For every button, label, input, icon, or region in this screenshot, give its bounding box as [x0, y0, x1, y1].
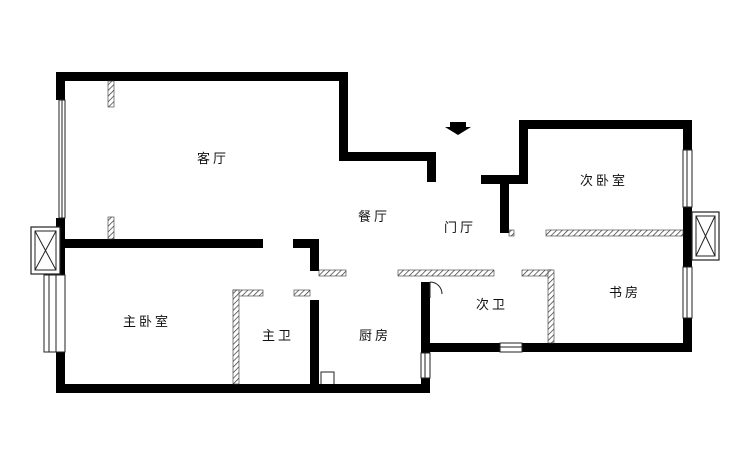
bottom-wall [56, 384, 430, 393]
entry-wall-vertical [500, 175, 509, 233]
partition-second-bath-right [521, 269, 553, 277]
partition-master-bath-door [293, 289, 311, 297]
partition-living-post-top [107, 80, 115, 108]
walls [56, 72, 692, 393]
label-study: 书房 [609, 285, 641, 301]
partition-kitchen-left [318, 269, 347, 277]
dining-top-wall-stub [427, 152, 436, 182]
dining-top-wall [339, 152, 436, 161]
label-living-room: 客厅 [197, 151, 229, 167]
living-room-right-wall [339, 72, 348, 161]
second-bedroom-top-wall [519, 120, 692, 129]
entrance-arrow-icon [445, 122, 471, 135]
doors [320, 281, 443, 384]
partition-living-post-bottom [107, 216, 115, 240]
door-swing-kitchen [320, 371, 335, 384]
partition-second-bath-vertical [547, 269, 555, 344]
kitchen-right-wall-lower [421, 378, 430, 393]
partitions [107, 80, 684, 385]
label-dining-room: 餐厅 [358, 209, 390, 225]
label-second-bedroom: 次卧室 [580, 173, 628, 189]
second-bedroom-right-wall-upper [683, 120, 692, 150]
living-bedroom-divider [56, 239, 263, 248]
bath-kitchen-wall [310, 239, 319, 271]
partition-master-bath-left [232, 289, 240, 385]
master-bedroom-left-wall-lower [56, 352, 65, 393]
master-bath-top-wall [293, 239, 319, 248]
second-bedroom-right-wall-mid [683, 207, 692, 267]
label-second-bath: 次卫 [476, 297, 508, 313]
living-room-top-wall [56, 72, 348, 81]
partition-entry-corner [508, 229, 515, 237]
label-master-bath: 主卫 [262, 329, 294, 344]
windows [30, 99, 720, 379]
partition-kitchen-right [397, 269, 495, 277]
study-right-wall-lower [683, 318, 692, 352]
second-bath-bottom-wall [421, 343, 500, 352]
partition-bedroom-study [545, 229, 684, 237]
label-kitchen: 厨房 [359, 328, 391, 344]
kitchen-right-wall-upper [421, 282, 430, 353]
room-labels: 客厅 餐厅 门厅 次卧室 主卧室 主卫 厨房 次卫 书房 [123, 151, 641, 344]
label-master-bedroom: 主卧室 [123, 314, 171, 330]
bath-kitchen-wall-lower [310, 300, 319, 393]
second-bedroom-left-wall [519, 120, 528, 184]
window-master-left [43, 274, 66, 353]
door-swing-second-bath [429, 281, 443, 298]
study-bottom-wall [522, 343, 692, 352]
label-entrance-hall: 门厅 [444, 221, 476, 236]
living-room-left-wall-upper [56, 72, 65, 100]
